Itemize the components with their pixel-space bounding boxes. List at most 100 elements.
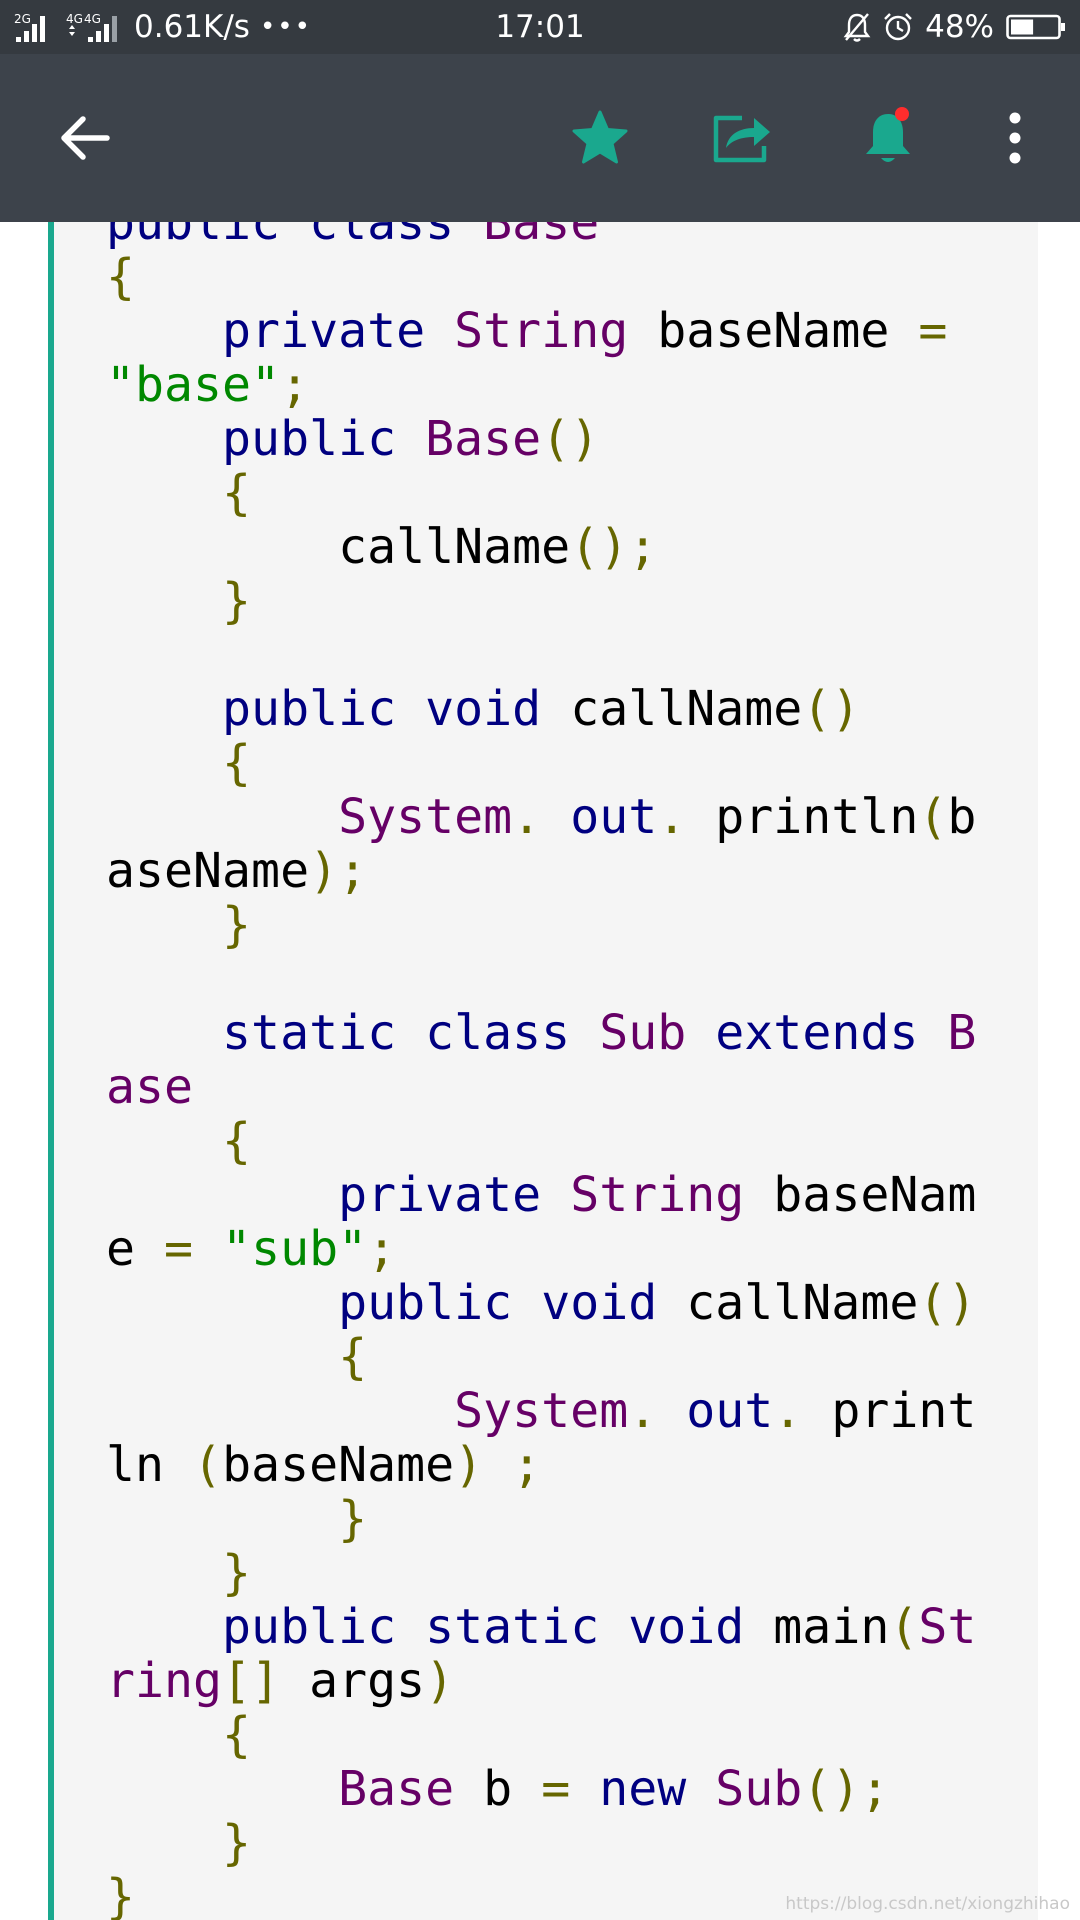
code-token: { <box>338 1329 368 1385</box>
code-token: System <box>338 789 513 845</box>
toolbar <box>0 54 1080 222</box>
code-token: ring <box>106 1653 223 1709</box>
code-token: ); <box>309 843 368 899</box>
code-token: callName <box>106 519 571 575</box>
code-token: = <box>918 303 948 359</box>
code-token <box>106 411 222 467</box>
status-bar: 2G 4G 4G 0.61K/s ••• 17:01 4 <box>0 0 1080 54</box>
code-token: Base <box>483 222 600 251</box>
code-token: ) <box>454 1437 484 1493</box>
code-token: public <box>222 1599 397 1655</box>
code-token: String <box>570 1167 745 1223</box>
code-token <box>106 897 222 953</box>
code-block[interactable]: public class Base { private String baseN… <box>48 222 1038 1920</box>
code-token <box>570 1005 599 1061</box>
code-line: private String baseNam <box>106 1167 976 1223</box>
code-token <box>918 1005 947 1061</box>
code-token <box>106 1383 454 1439</box>
code-line: { <box>106 1329 367 1385</box>
code-line: public Base() <box>106 411 599 467</box>
code-token <box>396 411 425 467</box>
code-token: { <box>106 249 136 305</box>
article-content[interactable]: public class Base { private String baseN… <box>0 222 1080 1920</box>
code-text: public class Base { private String baseN… <box>106 222 976 1920</box>
code-token: Sub <box>715 1761 803 1817</box>
code-line: { <box>106 1113 251 1169</box>
code-token: } <box>222 1545 252 1601</box>
favorite-button[interactable] <box>555 54 645 222</box>
code-token: callName <box>657 1275 919 1331</box>
code-token: = <box>164 1221 194 1277</box>
code-line: public void callName() <box>106 681 860 737</box>
code-token <box>541 1167 570 1223</box>
code-token: { <box>222 1113 252 1169</box>
bell-icon <box>866 107 910 162</box>
code-token <box>425 303 454 359</box>
code-token <box>657 1383 686 1439</box>
back-button[interactable] <box>40 54 130 222</box>
code-token: class <box>425 1005 571 1061</box>
signal-4g-label: 4G <box>66 12 83 26</box>
code-token: void <box>425 681 542 737</box>
code-token: "sub" <box>222 1221 368 1277</box>
code-token: ; <box>512 1437 542 1493</box>
code-token: Base <box>425 411 542 467</box>
share-button[interactable] <box>697 54 787 222</box>
code-token: ( <box>193 1437 223 1493</box>
code-line: { <box>106 735 251 791</box>
code-token: { <box>222 1707 252 1763</box>
code-token <box>106 1167 338 1223</box>
more-options-button[interactable] <box>985 54 1045 222</box>
code-token <box>570 1761 599 1817</box>
battery-fill <box>1011 19 1034 35</box>
battery-percent: 48% <box>925 9 994 45</box>
code-token: . <box>512 789 542 845</box>
silent-bell-icon <box>843 13 871 42</box>
code-token: () <box>802 681 861 737</box>
notification-badge <box>895 107 909 121</box>
code-token: out <box>570 789 658 845</box>
code-token <box>106 1815 222 1871</box>
code-token <box>599 1599 628 1655</box>
code-token: } <box>106 1869 136 1920</box>
battery-icon <box>1006 14 1065 40</box>
code-line: ring[] args) <box>106 1653 454 1709</box>
code-token: "base" <box>106 357 281 413</box>
code-line: private String baseName = <box>106 303 947 359</box>
code-token <box>106 573 222 629</box>
code-token: () <box>541 411 600 467</box>
code-token: } <box>222 573 252 629</box>
code-token: { <box>222 735 252 791</box>
code-token: Base <box>338 1761 455 1817</box>
back-arrow-icon <box>61 116 110 160</box>
code-token <box>106 1761 338 1817</box>
code-token: [] <box>222 1653 281 1709</box>
code-token <box>106 1707 222 1763</box>
code-token: (); <box>570 519 658 575</box>
code-token: = <box>541 1761 571 1817</box>
code-token <box>106 789 338 845</box>
signal-4g-icon: 4G 4G <box>66 12 117 42</box>
code-line: Base b = new Sub(); <box>106 1761 889 1817</box>
code-line: System. out. print <box>106 1383 976 1439</box>
code-token: B <box>947 1005 977 1061</box>
signal-2g-label: 2G <box>14 12 31 26</box>
code-token: out <box>686 1383 774 1439</box>
notifications-button[interactable] <box>843 54 933 222</box>
code-token: ; <box>367 1221 397 1277</box>
code-token: Sub <box>599 1005 687 1061</box>
code-line: { <box>106 465 251 521</box>
code-token <box>512 1275 541 1331</box>
code-token <box>396 1005 425 1061</box>
code-line: System. out. println(b <box>106 789 976 845</box>
code-token <box>483 1437 512 1493</box>
code-token <box>686 1761 715 1817</box>
code-line: } <box>106 1545 251 1601</box>
code-token: . <box>628 1383 658 1439</box>
watermark: https://blog.csdn.net/xiongzhihao <box>785 1894 1070 1914</box>
code-token <box>106 1545 222 1601</box>
code-token <box>106 1329 338 1385</box>
code-token: private <box>222 303 426 359</box>
code-token: public <box>222 681 397 737</box>
code-line: callName(); <box>106 519 657 575</box>
